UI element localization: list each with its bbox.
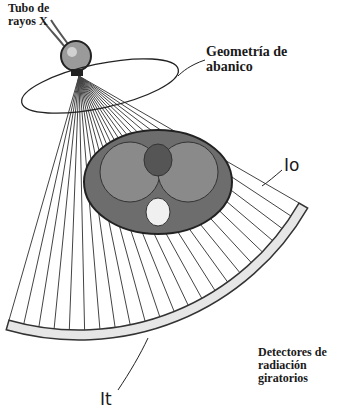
- ray: [54, 76, 79, 329]
- ray: [79, 76, 251, 263]
- leader-line: [178, 60, 205, 76]
- detector-arc: [6, 203, 307, 340]
- ray: [79, 76, 273, 241]
- body-section: [84, 130, 232, 234]
- fan-plane-loop: [17, 48, 183, 124]
- cable: [51, 20, 68, 44]
- intensity-label: It: [100, 390, 112, 409]
- ray: [79, 76, 85, 330]
- ray: [79, 76, 228, 282]
- geometry-label: Geometría de abanico: [206, 44, 326, 75]
- ray: [79, 76, 262, 252]
- leader-line: [262, 170, 282, 186]
- xray-tube: [61, 41, 91, 76]
- tube-label: Tubo de rayos X: [8, 2, 68, 28]
- fan-rays: [9, 76, 299, 330]
- intensity-label: Io: [284, 156, 299, 175]
- detector-label: Detectores de radiación giratorios: [258, 346, 344, 386]
- leader-line: [118, 338, 148, 390]
